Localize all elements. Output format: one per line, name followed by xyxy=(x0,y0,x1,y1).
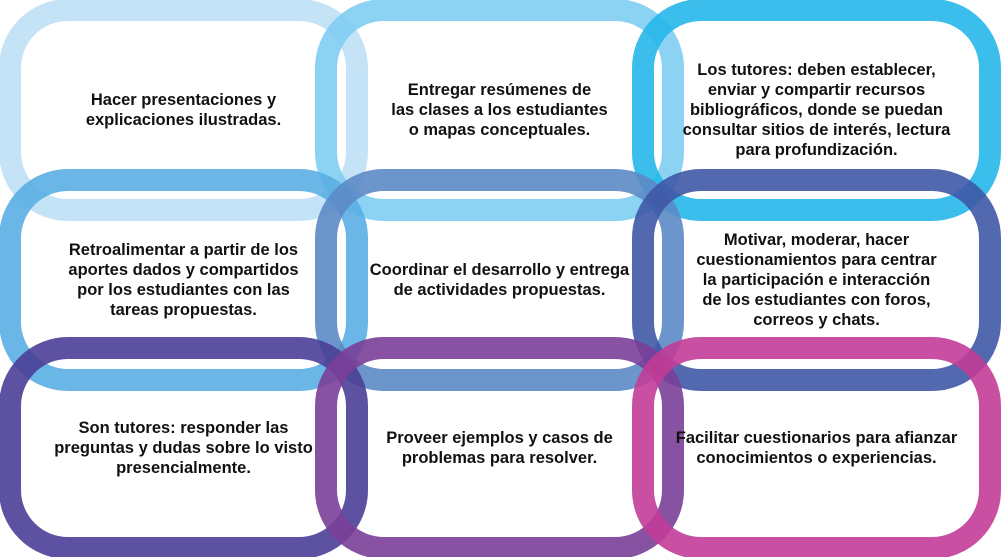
cell-text-9: Facilitar cuestionarios para afianzar co… xyxy=(675,429,958,467)
ring-frame-8 xyxy=(315,337,684,557)
cell-text-1: Hacer presentaciones y explicaciones ilu… xyxy=(85,91,282,129)
cell-text-3: Los tutores: deben establecer, enviar y … xyxy=(682,61,951,159)
ring-frame-6 xyxy=(632,169,1001,391)
ring-frame-2 xyxy=(315,0,684,221)
ring-frame-7 xyxy=(0,337,368,557)
cell-text-6: Motivar, moderar, hacer cuestionamientos… xyxy=(696,231,937,329)
cell-text-8: Proveer ejemplos y casos de problemas pa… xyxy=(386,429,613,467)
cell-text-7: Son tutores: responder las preguntas y d… xyxy=(54,419,313,477)
cell-text-2: Entregar resúmenes de las clases a los e… xyxy=(391,81,608,139)
ring-frame-4 xyxy=(0,169,368,391)
cell-text-4: Retroalimentar a partir de los aportes d… xyxy=(68,241,299,319)
cell-text-5: Coordinar el desarrollo y entrega de act… xyxy=(369,261,630,299)
ring-frame-1 xyxy=(0,0,368,221)
ring-frame-5 xyxy=(315,169,684,391)
ring-frame-9 xyxy=(632,337,1001,557)
ring-frame-3 xyxy=(632,0,1001,221)
